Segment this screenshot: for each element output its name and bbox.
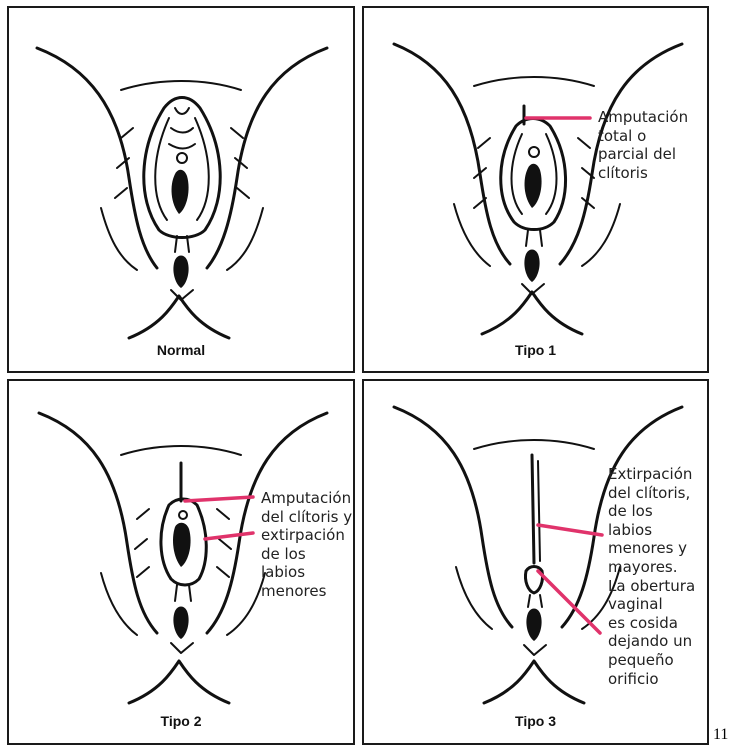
panel-normal: Normal [7,6,355,373]
caption-tipo-3: Tipo 3 [364,713,707,729]
note-tipo-3: Extirpación del clítoris, de los labios … [608,465,695,688]
caption-tipo-2: Tipo 2 [9,713,353,729]
pointer-line-labia [205,533,253,539]
pointer-line-midline [538,525,602,535]
page-number: 11 [713,726,728,744]
panel-tipo-3: Extirpación del clítoris, de los labios … [362,379,709,745]
panel-tipo-1: Amputación total o parcial del clítoris … [362,6,709,373]
caption-normal: Normal [9,342,353,358]
note-tipo-1: Amputación total o parcial del clítoris [598,108,688,182]
illustration-tipo-1 [364,8,707,371]
pointer-line-opening [538,571,600,633]
pointer-line-clitoris [185,497,253,501]
caption-tipo-1: Tipo 1 [364,342,707,358]
illustration-normal [9,8,353,371]
panel-tipo-2: Amputación del clítoris y extirpación de… [7,379,355,745]
note-tipo-2: Amputación del clítoris y extirpación de… [261,489,353,601]
